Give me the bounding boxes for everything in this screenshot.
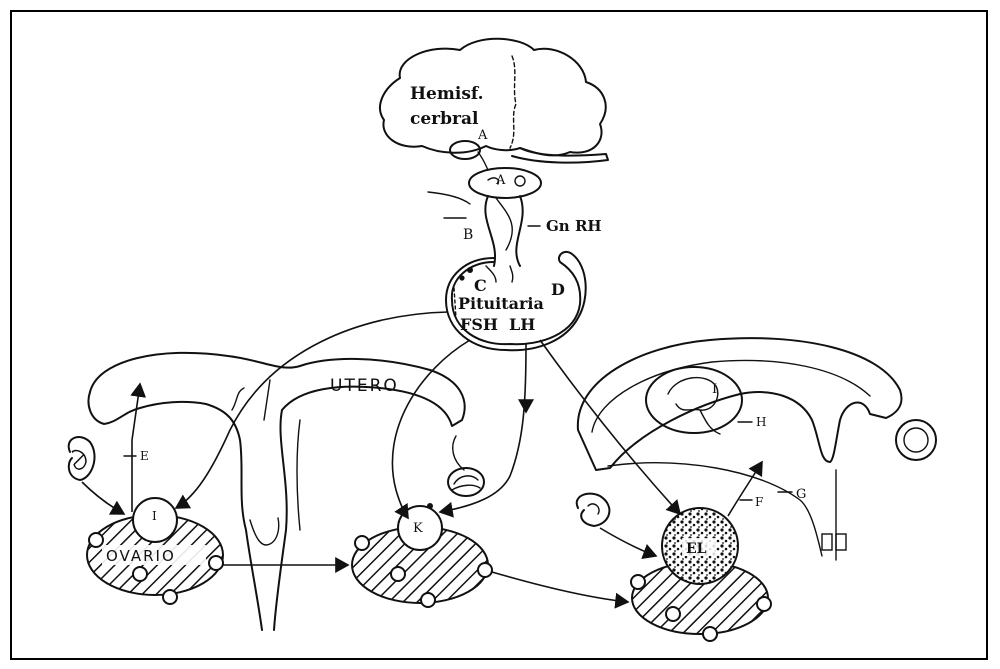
ovario-label: OVARIO (106, 547, 176, 565)
marker-g: G (796, 487, 806, 502)
marker-i-uterus: I (712, 382, 717, 397)
oocyte-tube-right (896, 420, 936, 460)
hypothalamus-marker-a: A (495, 173, 506, 188)
brain-marker-a: A (477, 128, 488, 143)
marker-el: EL (686, 541, 707, 557)
ovary-middle (352, 503, 492, 607)
marker-k: K (413, 521, 423, 536)
hemisphere-label-2: cerbral (410, 109, 479, 129)
hemisphere-label-1: Hemisf. (410, 84, 484, 104)
oocyte-spiral-right (577, 494, 610, 526)
fsh-label: FSH (460, 315, 498, 334)
oocyte-spiral-left (69, 437, 95, 480)
marker-d: D (551, 280, 565, 299)
marker-b: B (463, 227, 473, 243)
pituitaria-label: Pituitaria (458, 294, 544, 313)
marker-i-ovary: I (152, 509, 157, 523)
gnrh-label: Gn RH (546, 217, 602, 235)
marker-c: C (474, 276, 487, 295)
brain-hemisphere (380, 39, 608, 170)
oocyte-middle (448, 468, 484, 496)
ovary-right (631, 508, 771, 641)
marker-h: H (756, 415, 766, 429)
pregnant-uterus (578, 338, 936, 560)
marker-f: F (755, 495, 763, 509)
utero-label: UTERO (330, 376, 399, 396)
lh-label: LH (509, 315, 535, 334)
marker-e: E (140, 449, 149, 463)
amniotic-sac (646, 367, 742, 433)
hypothalamus (428, 168, 541, 266)
